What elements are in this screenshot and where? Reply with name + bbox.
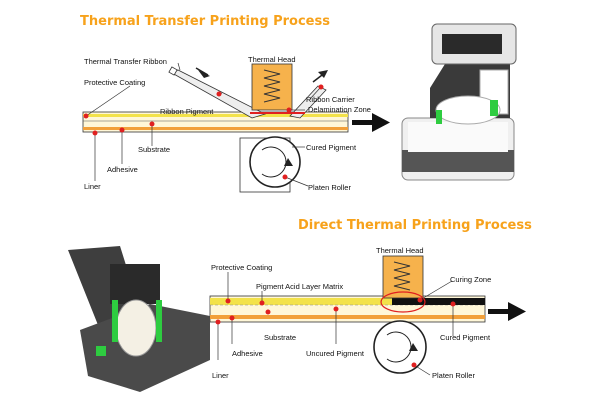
label-top-thermal-head: Thermal Head: [248, 55, 296, 64]
roller-icon: [373, 320, 427, 374]
bottom-title: Direct Thermal Printing Process: [298, 218, 532, 233]
label-ribbon-carrier: Ribbon Carrier: [306, 95, 355, 104]
label-top-platen-roller: Platen Roller: [308, 183, 351, 192]
printer-closed-icon: [68, 246, 210, 392]
label-thermal-transfer-ribbon: Thermal Transfer Ribbon: [84, 57, 167, 66]
label-bottom-adhesive: Adhesive: [232, 349, 263, 358]
printer-open-icon: [401, 23, 517, 181]
label-ribbon-pigment: Ribbon Pigment: [160, 107, 214, 116]
roller-icon: [239, 136, 301, 193]
label-bottom-substrate: Substrate: [264, 333, 297, 342]
label-uncured-pigment: Uncured Pigment: [306, 349, 364, 358]
label-top-substrate: Substrate: [138, 145, 171, 154]
label-bottom-protective-coating: Protective Coating: [211, 263, 273, 272]
bottom-thermal-head: [382, 255, 424, 299]
spring-icon: [393, 261, 411, 291]
label-delamination-zone: Delamination Zone: [308, 105, 371, 114]
label-top-cured-pigment: Cured Pigment: [306, 143, 357, 152]
label-top-liner: Liner: [84, 182, 101, 191]
label-bottom-platen-roller: Platen Roller: [432, 371, 475, 380]
label-top-protective-coating: Protective Coating: [84, 78, 146, 87]
label-bottom-liner: Liner: [212, 371, 229, 380]
spring-icon: [263, 69, 281, 103]
label-bottom-cured-pigment: Cured Pigment: [440, 333, 491, 342]
bottom-layer-stack: [209, 295, 486, 323]
label-curing-zone: Curing Zone: [450, 275, 492, 284]
top-thermal-head: [251, 63, 293, 111]
top-title: Thermal Transfer Printing Process: [80, 14, 330, 29]
label-top-adhesive: Adhesive: [107, 165, 138, 174]
label-bottom-thermal-head: Thermal Head: [376, 246, 424, 255]
arrow-right-icon: [352, 113, 390, 132]
arrow-right-icon: [488, 302, 526, 321]
label-pigment-matrix: Pigment Acid Layer Matrix: [256, 282, 344, 291]
top-label-stack: [82, 111, 349, 133]
